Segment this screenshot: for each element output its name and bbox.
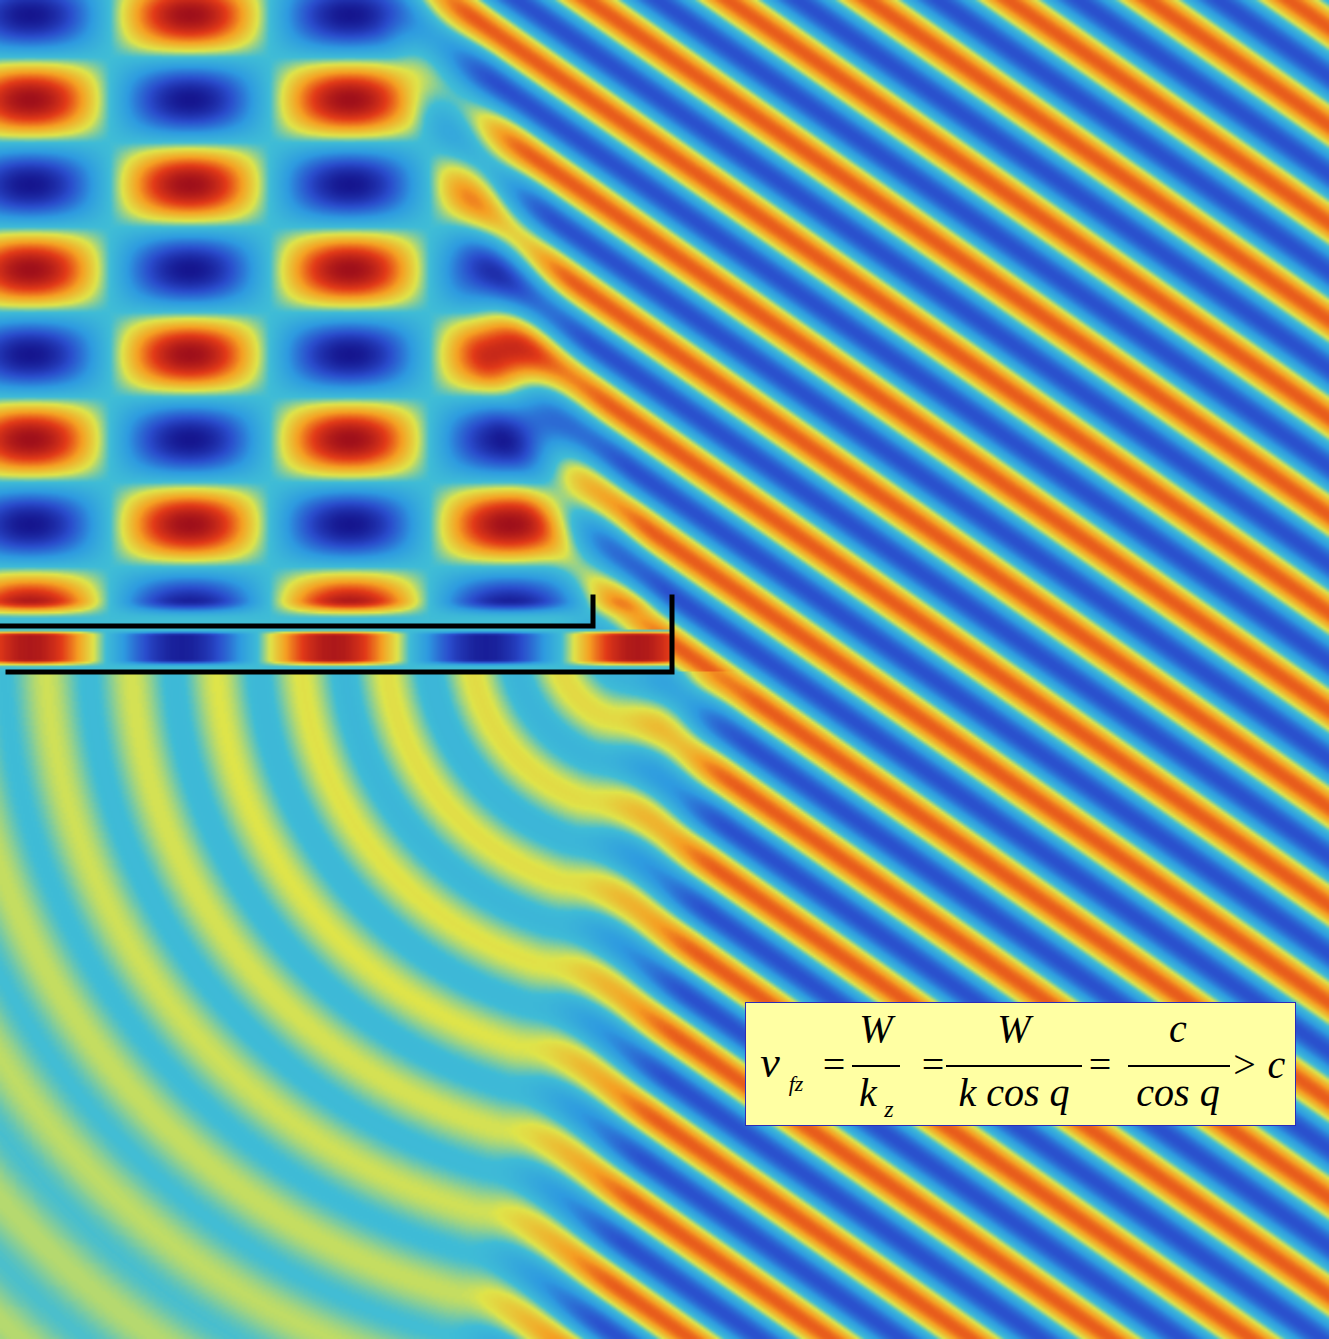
formula-subscript: z [884,1097,893,1121]
formula-symbol: W [997,1009,1030,1049]
formula-symbol: k [859,1073,877,1113]
formula-symbol: W [859,1009,892,1049]
formula-operator: = [922,1045,945,1085]
formula-expression: cos q [1136,1073,1219,1113]
formula-operator: = [1089,1045,1112,1085]
formula-subscript: fz [789,1073,804,1095]
formula-symbol: c [1169,1009,1187,1049]
formula-symbol: v [760,1041,780,1085]
lower-wall [8,597,672,672]
formula-inequality: > c [1231,1045,1286,1085]
formula-expression: k cos q [958,1073,1069,1113]
fraction-bar [1128,1065,1230,1067]
fraction-bar [852,1065,900,1067]
formula-box: vfz = Wkz = Wk cos q = c cos q > c [745,1002,1296,1126]
fraction-bar [946,1065,1082,1067]
upper-wall [0,597,593,626]
formula-operator: = [823,1045,846,1085]
